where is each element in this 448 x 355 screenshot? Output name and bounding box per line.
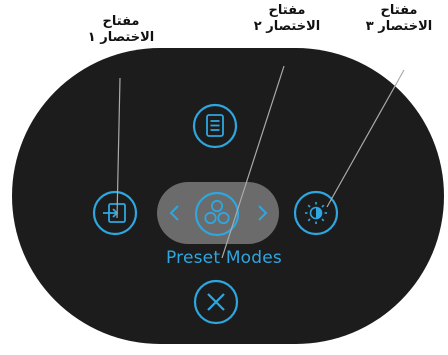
callout-line-2 <box>221 65 285 259</box>
menu-list-icon <box>206 114 224 137</box>
chevron-left-icon[interactable] <box>169 205 179 221</box>
callout-1-line2: الاختصار ١ <box>87 30 155 45</box>
callout-line-3 <box>326 69 405 208</box>
callout-2-line1: مفتاح <box>268 3 306 18</box>
callout-2-line2: الاختصار ٢ <box>253 19 321 34</box>
preset-modes-icon <box>204 199 230 225</box>
callout-shortcut-1: مفتاح الاختصار ١ <box>78 14 164 46</box>
callout-shortcut-3: مفتاح الاختصار ٣ <box>356 3 442 35</box>
close-button[interactable] <box>193 279 239 325</box>
brightness-contrast-icon <box>305 202 327 224</box>
callout-shortcut-2: مفتاح الاختصار ٢ <box>244 3 330 35</box>
selection-highlight <box>157 182 279 244</box>
brightness-contrast-button[interactable] <box>293 190 339 236</box>
close-icon <box>207 293 225 311</box>
callout-3-line2: الاختصار ٣ <box>365 19 433 34</box>
preset-modes-label: Preset Modes <box>166 248 282 268</box>
callout-3-line1: مفتاح <box>380 3 418 18</box>
preset-modes-button[interactable] <box>194 191 240 237</box>
menu-button[interactable] <box>192 103 238 149</box>
chevron-right-icon[interactable] <box>258 205 268 221</box>
callout-1-line1: مفتاح <box>102 14 140 29</box>
callout-line-1 <box>116 77 121 219</box>
